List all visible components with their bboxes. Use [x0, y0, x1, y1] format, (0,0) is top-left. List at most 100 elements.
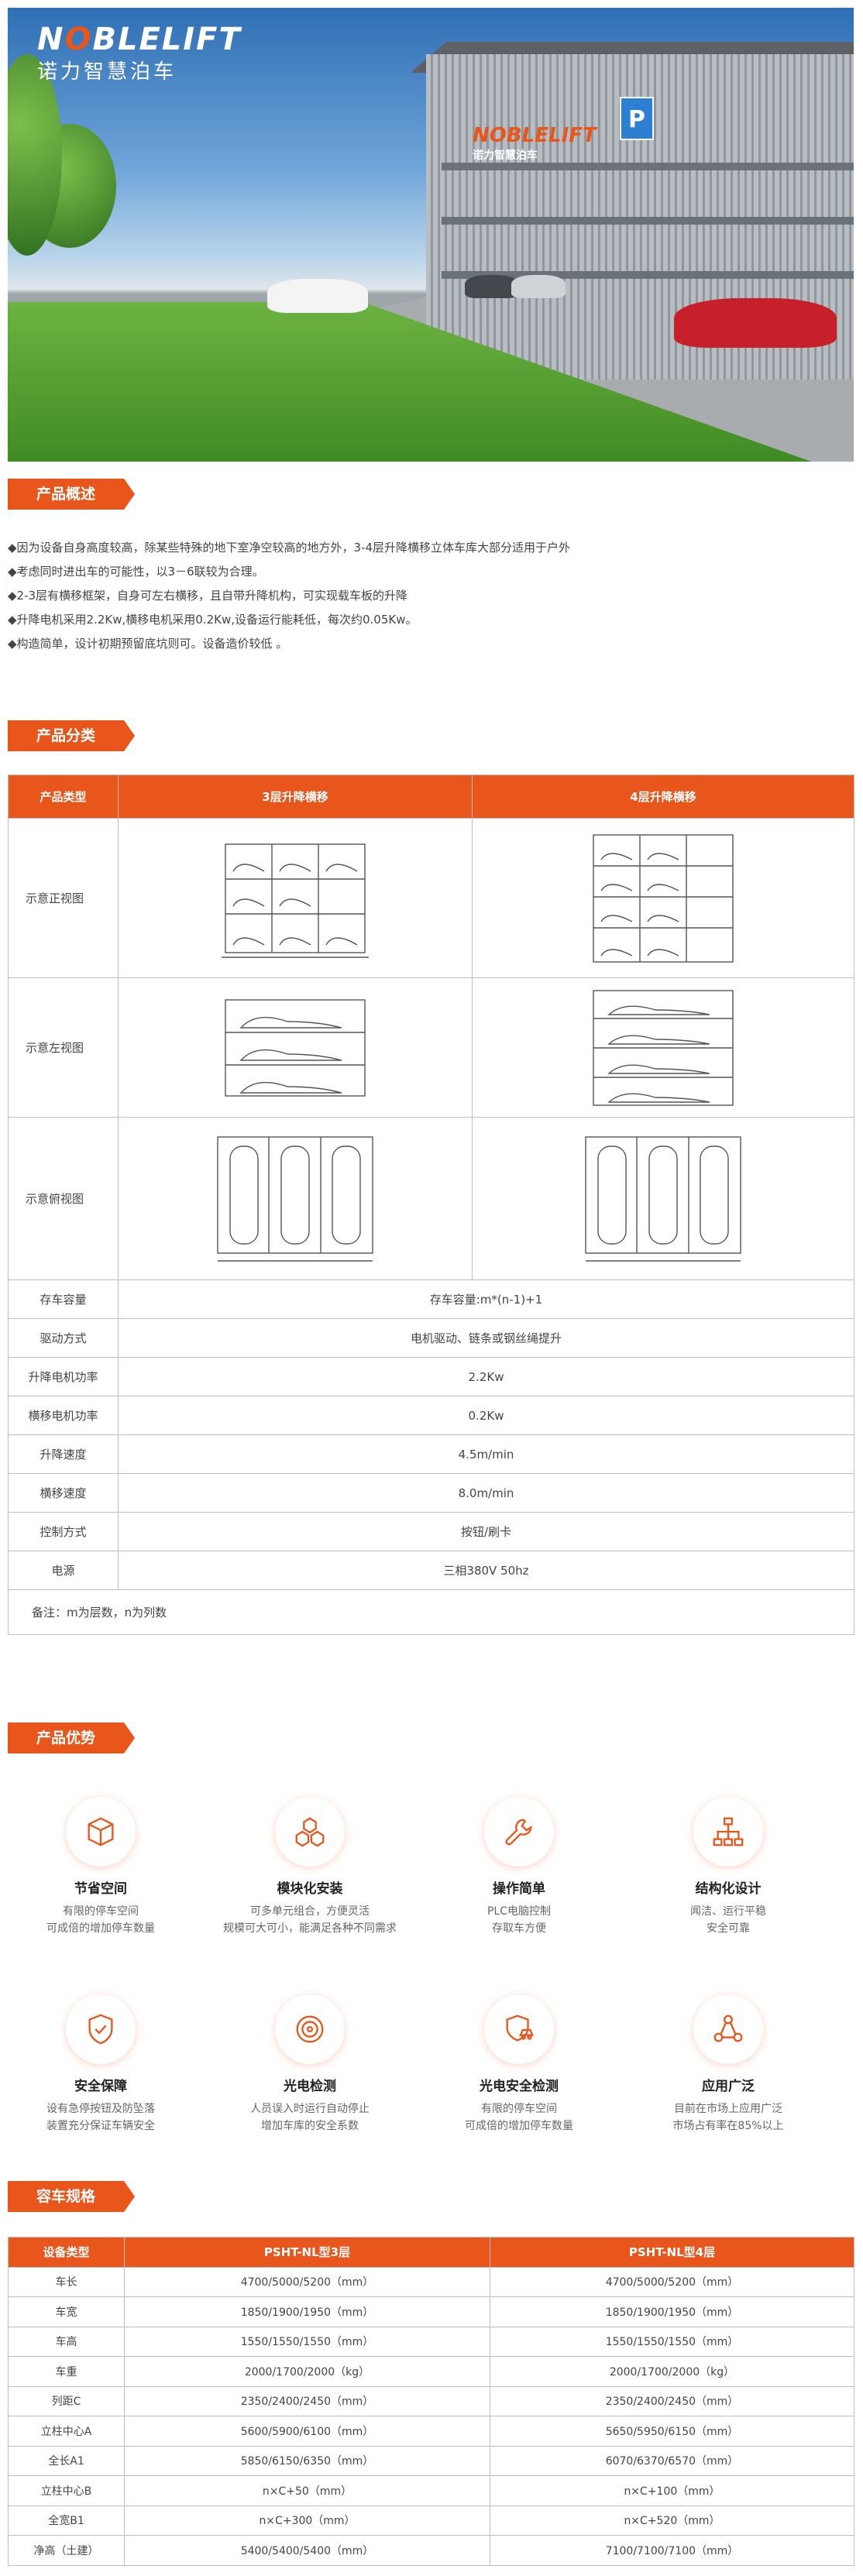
table-row: 横移电机功率 0.2Kw: [8, 1396, 854, 1435]
table-row: 存车容量 存车容量:m*(n-1)+1: [8, 1279, 854, 1319]
overview-item: ◆2-3层有横移框架，自身可左右横移，且自带升降机构，可实现载车板的升降: [8, 589, 408, 603]
advantage-name: 安全保障: [74, 2079, 127, 2094]
table-note-row: 备注：m为层数，n为列数: [8, 1589, 854, 1635]
front-view-4-diagram: [593, 833, 734, 963]
parking-sign: P: [620, 97, 654, 140]
modules-icon: [275, 1797, 345, 1867]
table-cell: 2000/1700/2000（kg）: [124, 2356, 490, 2387]
row-label: 存车容量: [8, 1279, 119, 1319]
section-title-specs: 容车规格: [8, 2181, 135, 2212]
table-note: 备注：m为层数，n为列数: [8, 1589, 854, 1635]
advantage-name: 操作简单: [493, 1881, 545, 1897]
side-view-3-diagram: [225, 998, 366, 1097]
row-label: 驱动方式: [8, 1318, 119, 1358]
advantage-desc: 人员误入时运行自动停止增加车库的安全系数: [250, 2103, 370, 2132]
advantage-name: 模块化安装: [277, 1881, 343, 1897]
overview-item: ◆因为设备自身高度较高，除某些特殊的地下室净空较高的地方外，3-4层升降横移立体…: [8, 541, 571, 555]
row-label: 电源: [8, 1551, 119, 1590]
table-header: PSHT-NL型4层: [490, 2237, 854, 2268]
table-header: 产品类型: [8, 775, 119, 819]
advantage-desc: 设有急停按钮及防坠落装置充分保证车辆安全: [46, 2103, 155, 2132]
diagram-front-3: [118, 818, 473, 978]
row-label: 升降电机功率: [8, 1357, 119, 1396]
overview-item: ◆考虑同时进出车的可能性，以3－6联较为合理。: [8, 565, 264, 579]
brand-logo-cn: 诺力智慧泊车: [37, 60, 177, 84]
sensor-icon: [275, 1994, 345, 2064]
table-row: 升降速度 4.5m/min: [8, 1434, 854, 1474]
row-label: 示意俯视图: [8, 1117, 119, 1280]
side-view-4-diagram: [593, 989, 734, 1106]
advantage-name: 应用广泛: [702, 2079, 755, 2094]
advantage-name: 结构化设计: [695, 1881, 762, 1897]
table-header-row: 产品类型 3层升降横移 4层升降横移: [8, 775, 854, 819]
row-label: 控制方式: [8, 1512, 119, 1551]
table-cell: 立柱中心A: [8, 2416, 125, 2447]
table-cell: 5650/5950/6150（mm）: [490, 2416, 854, 2447]
table-cell: 车重: [8, 2356, 125, 2387]
advantage-desc: 可多单元组合，方便灵活规模可大可小，能满足各种不同需求: [223, 1905, 397, 1935]
row-value: 三相380V 50hz: [118, 1551, 854, 1590]
table-cell: 全宽B1: [8, 2505, 125, 2536]
classification-table: 产品类型 3层升降横移 4层升降横移 示意正视图: [8, 775, 854, 1635]
brand-logo-en: NOBLELIFT: [37, 22, 242, 57]
network-icon: [693, 1994, 763, 2064]
row-value: 0.2Kw: [118, 1396, 854, 1435]
advantage-item: 模块化安装 可多单元组合，方便灵活规模可大可小，能满足各种不同需求: [217, 1797, 403, 1937]
table-row: 控制方式 按钮/刷卡: [8, 1512, 854, 1551]
shield-icon: [66, 1994, 136, 2064]
parked-car: [511, 275, 566, 298]
advantage-name: 节省空间: [74, 1881, 127, 1897]
row-value: 按钮/刷卡: [118, 1512, 854, 1551]
row-label: 示意正视图: [8, 818, 119, 978]
table-cell: 4700/5000/5200（mm）: [124, 2266, 490, 2297]
diagram-front-4: [472, 818, 854, 978]
advantage-desc: 目前在市场上应用广泛市场占有率在85%以上: [672, 2103, 784, 2132]
advantage-item: 光电检测 人员误入时运行自动停止增加车库的安全系数: [217, 1994, 403, 2135]
advantage-item: 节省空间 有限的停车空间可成倍的增加停车数量: [8, 1797, 194, 1937]
row-label: 横移电机功率: [8, 1396, 119, 1435]
white-car: [267, 279, 368, 313]
table-cell: 6070/6370/6570（mm）: [490, 2445, 854, 2476]
table-cell: 车长: [8, 2266, 125, 2297]
table-header: PSHT-NL型3层: [124, 2237, 490, 2268]
advantage-name: 光电检测: [284, 2079, 336, 2094]
table-cell: 车宽: [8, 2296, 125, 2327]
table-cell: 2350/2400/2450（mm）: [490, 2385, 854, 2416]
table-row: 净高（土建）5400/5400/5400（mm）7100/7100/7100（m…: [8, 2535, 854, 2566]
table-cell: 1850/1900/1950（mm）: [490, 2296, 854, 2327]
top-view-3-diagram: [217, 1135, 373, 1262]
row-value: 存车容量:m*(n-1)+1: [118, 1279, 854, 1319]
advantage-item: 操作简单 PLC电脑控制存取车方便: [426, 1797, 612, 1937]
section-title-advantages: 产品优势: [8, 1722, 135, 1753]
table-header: 3层升降横移: [118, 775, 473, 819]
table-cell: 5400/5400/5400（mm）: [124, 2535, 490, 2566]
wrench-icon: [484, 1797, 554, 1867]
parked-car: [465, 275, 519, 298]
advantage-desc: 闻洁、运行平稳安全可靠: [690, 1905, 766, 1935]
advantages-grid: 节省空间 有限的停车空间可成倍的增加停车数量 模块化安装 可多单元组合，方便灵活…: [8, 1797, 854, 2153]
cube-icon: [66, 1797, 136, 1867]
diagram-side-4: [472, 977, 854, 1118]
table-row: 电源 三相380V 50hz: [8, 1551, 854, 1590]
row-value: 8.0m/min: [118, 1473, 854, 1513]
brand-logo: NOBLELIFT 诺力智慧泊车: [37, 22, 242, 84]
structure-icon: [693, 1797, 763, 1867]
table-cell: 1550/1550/1550（mm）: [124, 2326, 490, 2357]
table-row: 示意俯视图: [8, 1117, 854, 1280]
diagram-top-4: [472, 1117, 854, 1280]
garage-sign: NOBLELIFT 诺力智慧泊车: [473, 124, 597, 163]
table-row: 驱动方式 电机驱动、链条或钢丝绳提升: [8, 1318, 854, 1358]
row-label: 升降速度: [8, 1434, 119, 1474]
table-cell: 5850/6150/6350（mm）: [124, 2445, 490, 2476]
table-cell: 7100/7100/7100（mm）: [490, 2535, 854, 2566]
red-car: [674, 298, 837, 348]
table-cell: 车高: [8, 2326, 125, 2357]
